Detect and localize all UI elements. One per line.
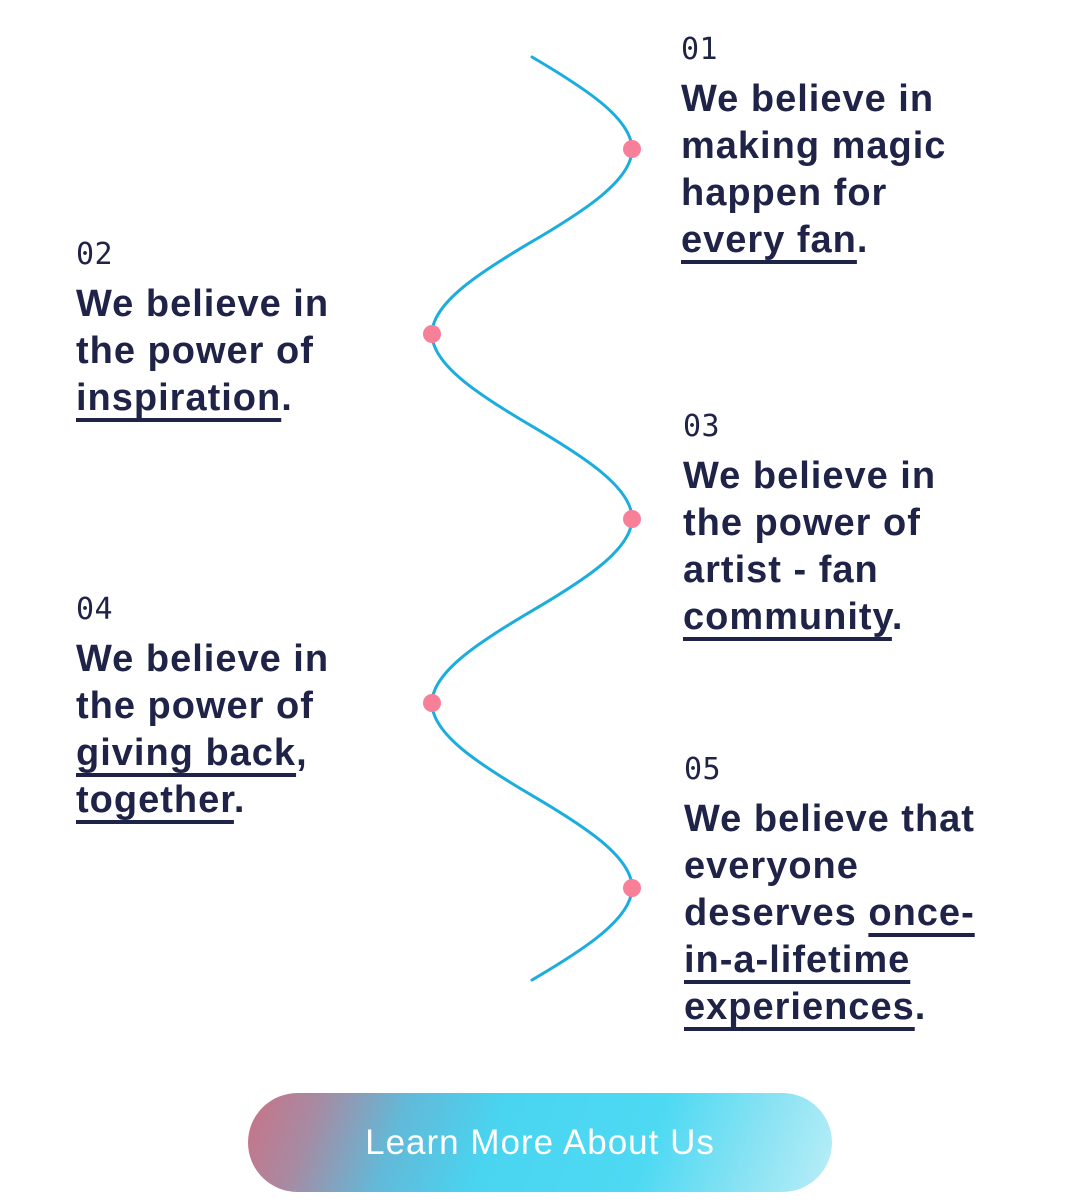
timeline-dot-5 bbox=[623, 879, 641, 897]
value-number-03: 03 bbox=[683, 409, 721, 444]
timeline-dot-3 bbox=[623, 510, 641, 528]
learn-more-button[interactable]: Learn More About Us bbox=[248, 1093, 832, 1192]
timeline-dot-1 bbox=[623, 140, 641, 158]
timeline-wave-path bbox=[430, 55, 634, 982]
value-number-02: 02 bbox=[76, 237, 114, 272]
value-number-01: 01 bbox=[681, 32, 719, 67]
value-number-04: 04 bbox=[76, 592, 114, 627]
value-number-05: 05 bbox=[684, 752, 722, 787]
